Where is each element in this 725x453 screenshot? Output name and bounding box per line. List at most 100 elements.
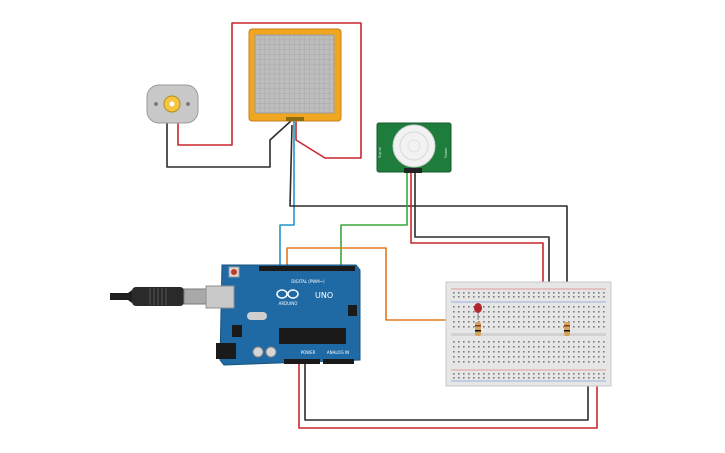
breadboard-hole: [478, 373, 480, 375]
breadboard-hole: [568, 373, 570, 375]
breadboard-hole: [503, 356, 505, 358]
breadboard-hole: [483, 346, 485, 348]
resistor-1-body: [475, 322, 481, 336]
breadboard-hole: [498, 292, 500, 294]
resistor-1-band: [475, 325, 481, 327]
usb-cable-icon[interactable]: [110, 287, 209, 306]
breadboard-hole: [583, 321, 585, 323]
breadboard-hole: [523, 346, 525, 348]
breadboard-hole: [538, 306, 540, 308]
breadboard-hole: [588, 346, 590, 348]
breadboard[interactable]: [445, 281, 612, 387]
breadboard-hole: [453, 361, 455, 363]
breadboard-hole: [498, 341, 500, 343]
breadboard-hole: [473, 311, 475, 313]
breadboard-hole: [603, 373, 605, 375]
breadboard-hole: [578, 346, 580, 348]
led-icon[interactable]: [474, 303, 482, 320]
breadboard-hole: [598, 377, 600, 379]
breadboard-hole: [548, 321, 550, 323]
breadboard-hole: [463, 356, 465, 358]
breadboard-hole: [513, 316, 515, 318]
icsp-header: [348, 305, 357, 316]
breadboard-hole: [503, 326, 505, 328]
breadboard-hole: [548, 361, 550, 363]
breadboard-hole: [528, 316, 530, 318]
breadboard-hole: [548, 326, 550, 328]
wire-black-long: [289, 124, 568, 310]
breadboard-hole: [588, 316, 590, 318]
breadboard-hole: [518, 311, 520, 313]
breadboard-hole: [583, 361, 585, 363]
breadboard-hole: [563, 346, 565, 348]
arduino-uno[interactable]: DIGITAL (PWM~) ARDUINO UNO POWER ANALOG …: [205, 264, 361, 366]
breadboard-hole: [458, 306, 460, 308]
breadboard-hole: [493, 316, 495, 318]
breadboard-hole: [573, 356, 575, 358]
breadboard-hole: [593, 356, 595, 358]
breadboard-hole: [553, 341, 555, 343]
breadboard-hole: [453, 321, 455, 323]
breadboard-hole: [473, 326, 475, 328]
breadboard-hole: [578, 321, 580, 323]
breadboard-hole: [473, 373, 475, 375]
resistor-icon[interactable]: [475, 322, 481, 336]
voltage-regulator: [232, 325, 242, 337]
breadboard-hole: [503, 296, 505, 298]
resistor-2[interactable]: [564, 322, 570, 336]
breadboard-hole: [463, 326, 465, 328]
atmega-chip: [279, 328, 346, 344]
breadboard-hole: [603, 292, 605, 294]
breadboard-hole: [538, 292, 540, 294]
breadboard-hole: [533, 311, 535, 313]
breadboard-hole: [598, 316, 600, 318]
breadboard-hole: [488, 321, 490, 323]
breadboard-hole: [528, 292, 530, 294]
breadboard-hole: [583, 377, 585, 379]
breadboard-hole: [513, 306, 515, 308]
breadboard-hole: [553, 292, 555, 294]
breadboard-hole: [458, 346, 460, 348]
breadboard-hole: [533, 292, 535, 294]
breadboard-hole: [498, 311, 500, 313]
breadboard-hole: [558, 326, 560, 328]
breadboard-hole: [533, 306, 535, 308]
pir-sensor[interactable]: Signal Power: [376, 122, 452, 173]
breadboard-hole: [558, 292, 560, 294]
breadboard-hole: [498, 326, 500, 328]
dc-motor[interactable]: [146, 84, 199, 124]
breadboard-hole: [528, 346, 530, 348]
breadboard-hole: [543, 356, 545, 358]
breadboard-hole: [488, 326, 490, 328]
breadboard-hole: [508, 292, 510, 294]
breadboard-hole: [488, 373, 490, 375]
grid-plotter[interactable]: [248, 28, 342, 122]
breadboard-hole: [548, 356, 550, 358]
breadboard-hole: [493, 346, 495, 348]
breadboard-hole: [463, 361, 465, 363]
breadboard-hole: [558, 316, 560, 318]
breadboard-hole: [583, 346, 585, 348]
breadboard-hole: [558, 361, 560, 363]
breadboard-hole: [558, 373, 560, 375]
breadboard-hole: [588, 321, 590, 323]
breadboard-hole: [463, 373, 465, 375]
breadboard-hole: [473, 316, 475, 318]
breadboard-hole: [498, 356, 500, 358]
breadboard-hole: [508, 321, 510, 323]
breadboard-hole: [508, 326, 510, 328]
breadboard-hole: [593, 311, 595, 313]
breadboard-hole: [548, 311, 550, 313]
breadboard-hole: [548, 377, 550, 379]
pir-dome-center: [407, 139, 421, 153]
breadboard-hole: [598, 311, 600, 313]
breadboard-hole: [483, 361, 485, 363]
breadboard-hole: [508, 311, 510, 313]
breadboard-hole: [528, 377, 530, 379]
breadboard-hole: [483, 377, 485, 379]
breadboard-hole: [533, 326, 535, 328]
breadboard-hole: [508, 377, 510, 379]
breadboard-hole: [558, 341, 560, 343]
breadboard-hole: [528, 326, 530, 328]
